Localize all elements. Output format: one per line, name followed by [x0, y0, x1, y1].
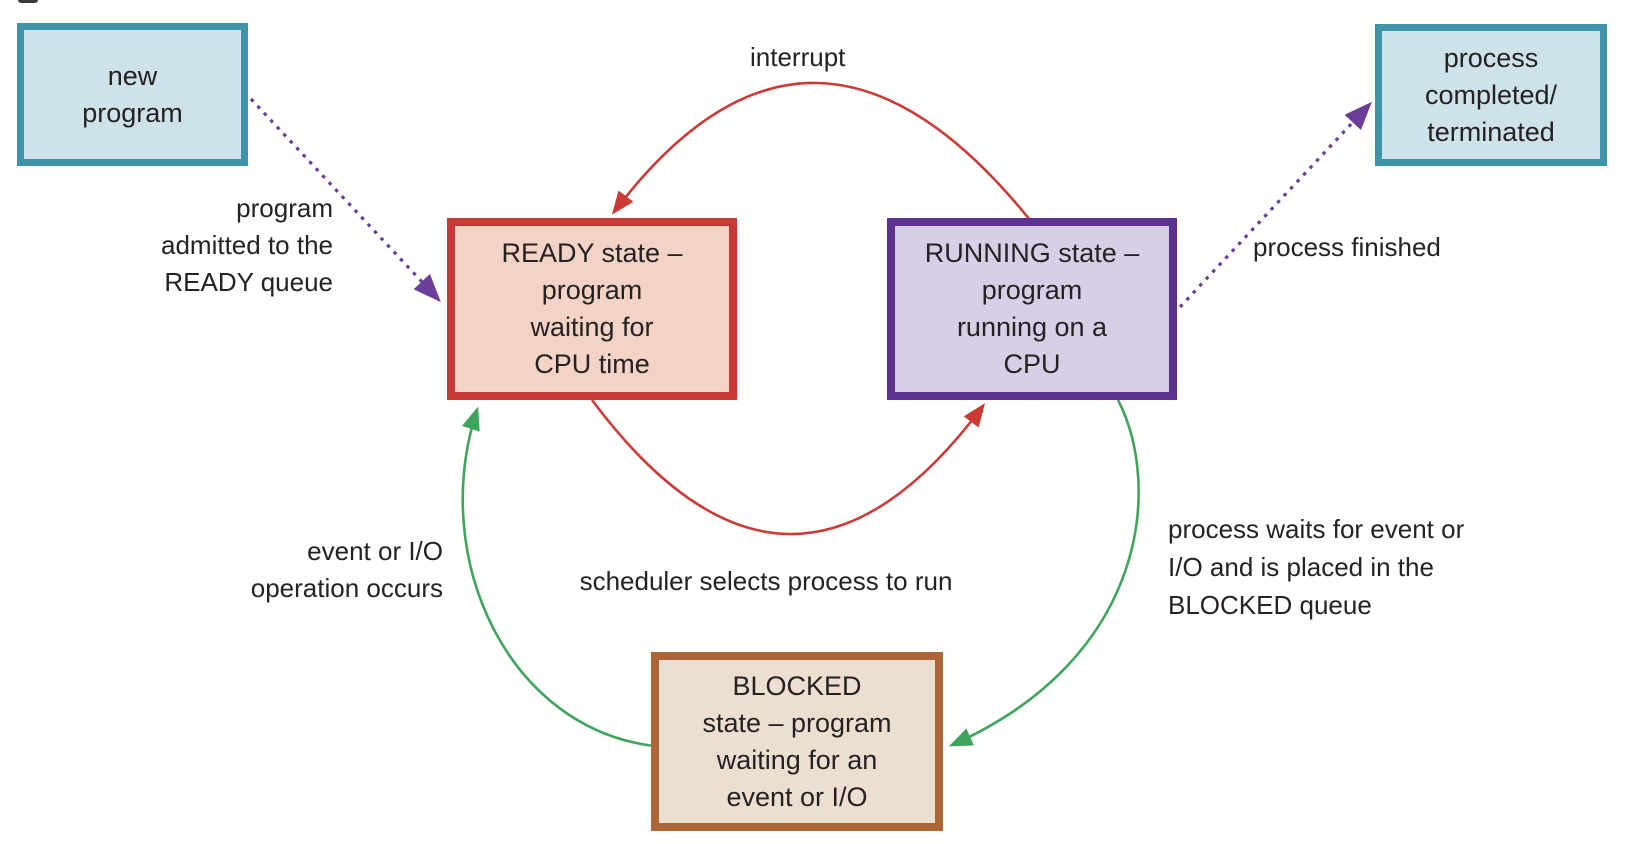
label-process-finished: process finished	[1253, 232, 1441, 262]
program-admitted-arrow	[249, 97, 441, 303]
process-waits-arc	[948, 399, 1140, 747]
node-running-state: RUNNING state – program running on a CPU	[887, 218, 1177, 400]
label-scheduler-selects: scheduler selects process to run	[579, 566, 953, 596]
event-occurs-arc	[461, 406, 656, 748]
node-ready-state: READY state – program waiting for CPU ti…	[447, 218, 737, 400]
node-blocked-state-label: BLOCKED state – program waiting for an e…	[702, 670, 892, 812]
node-new-program: new program	[17, 23, 248, 166]
scheduler-arc	[590, 399, 986, 536]
node-process-completed-label: process completed/ terminated	[1424, 42, 1558, 147]
label-interrupt: interrupt	[750, 42, 846, 72]
node-process-completed: process completed/ terminated	[1375, 24, 1607, 166]
interrupt-arc	[611, 81, 1032, 221]
label-process-waits: process waits for event or I/O and is pl…	[1168, 514, 1465, 620]
node-ready-state-label: READY state – program waiting for CPU ti…	[501, 238, 683, 379]
node-running-state-label: RUNNING state – program running on a CPU	[924, 238, 1140, 379]
node-new-program-label: new program	[82, 60, 183, 128]
cropped-caption-fragment	[18, 0, 38, 3]
label-event-io-occurs: event or I/O operation occurs	[250, 536, 443, 603]
process-finished-arrow	[1178, 101, 1372, 309]
label-program-admitted: program admitted to the READY queue	[161, 193, 333, 297]
node-blocked-state: BLOCKED state – program waiting for an e…	[651, 652, 943, 831]
